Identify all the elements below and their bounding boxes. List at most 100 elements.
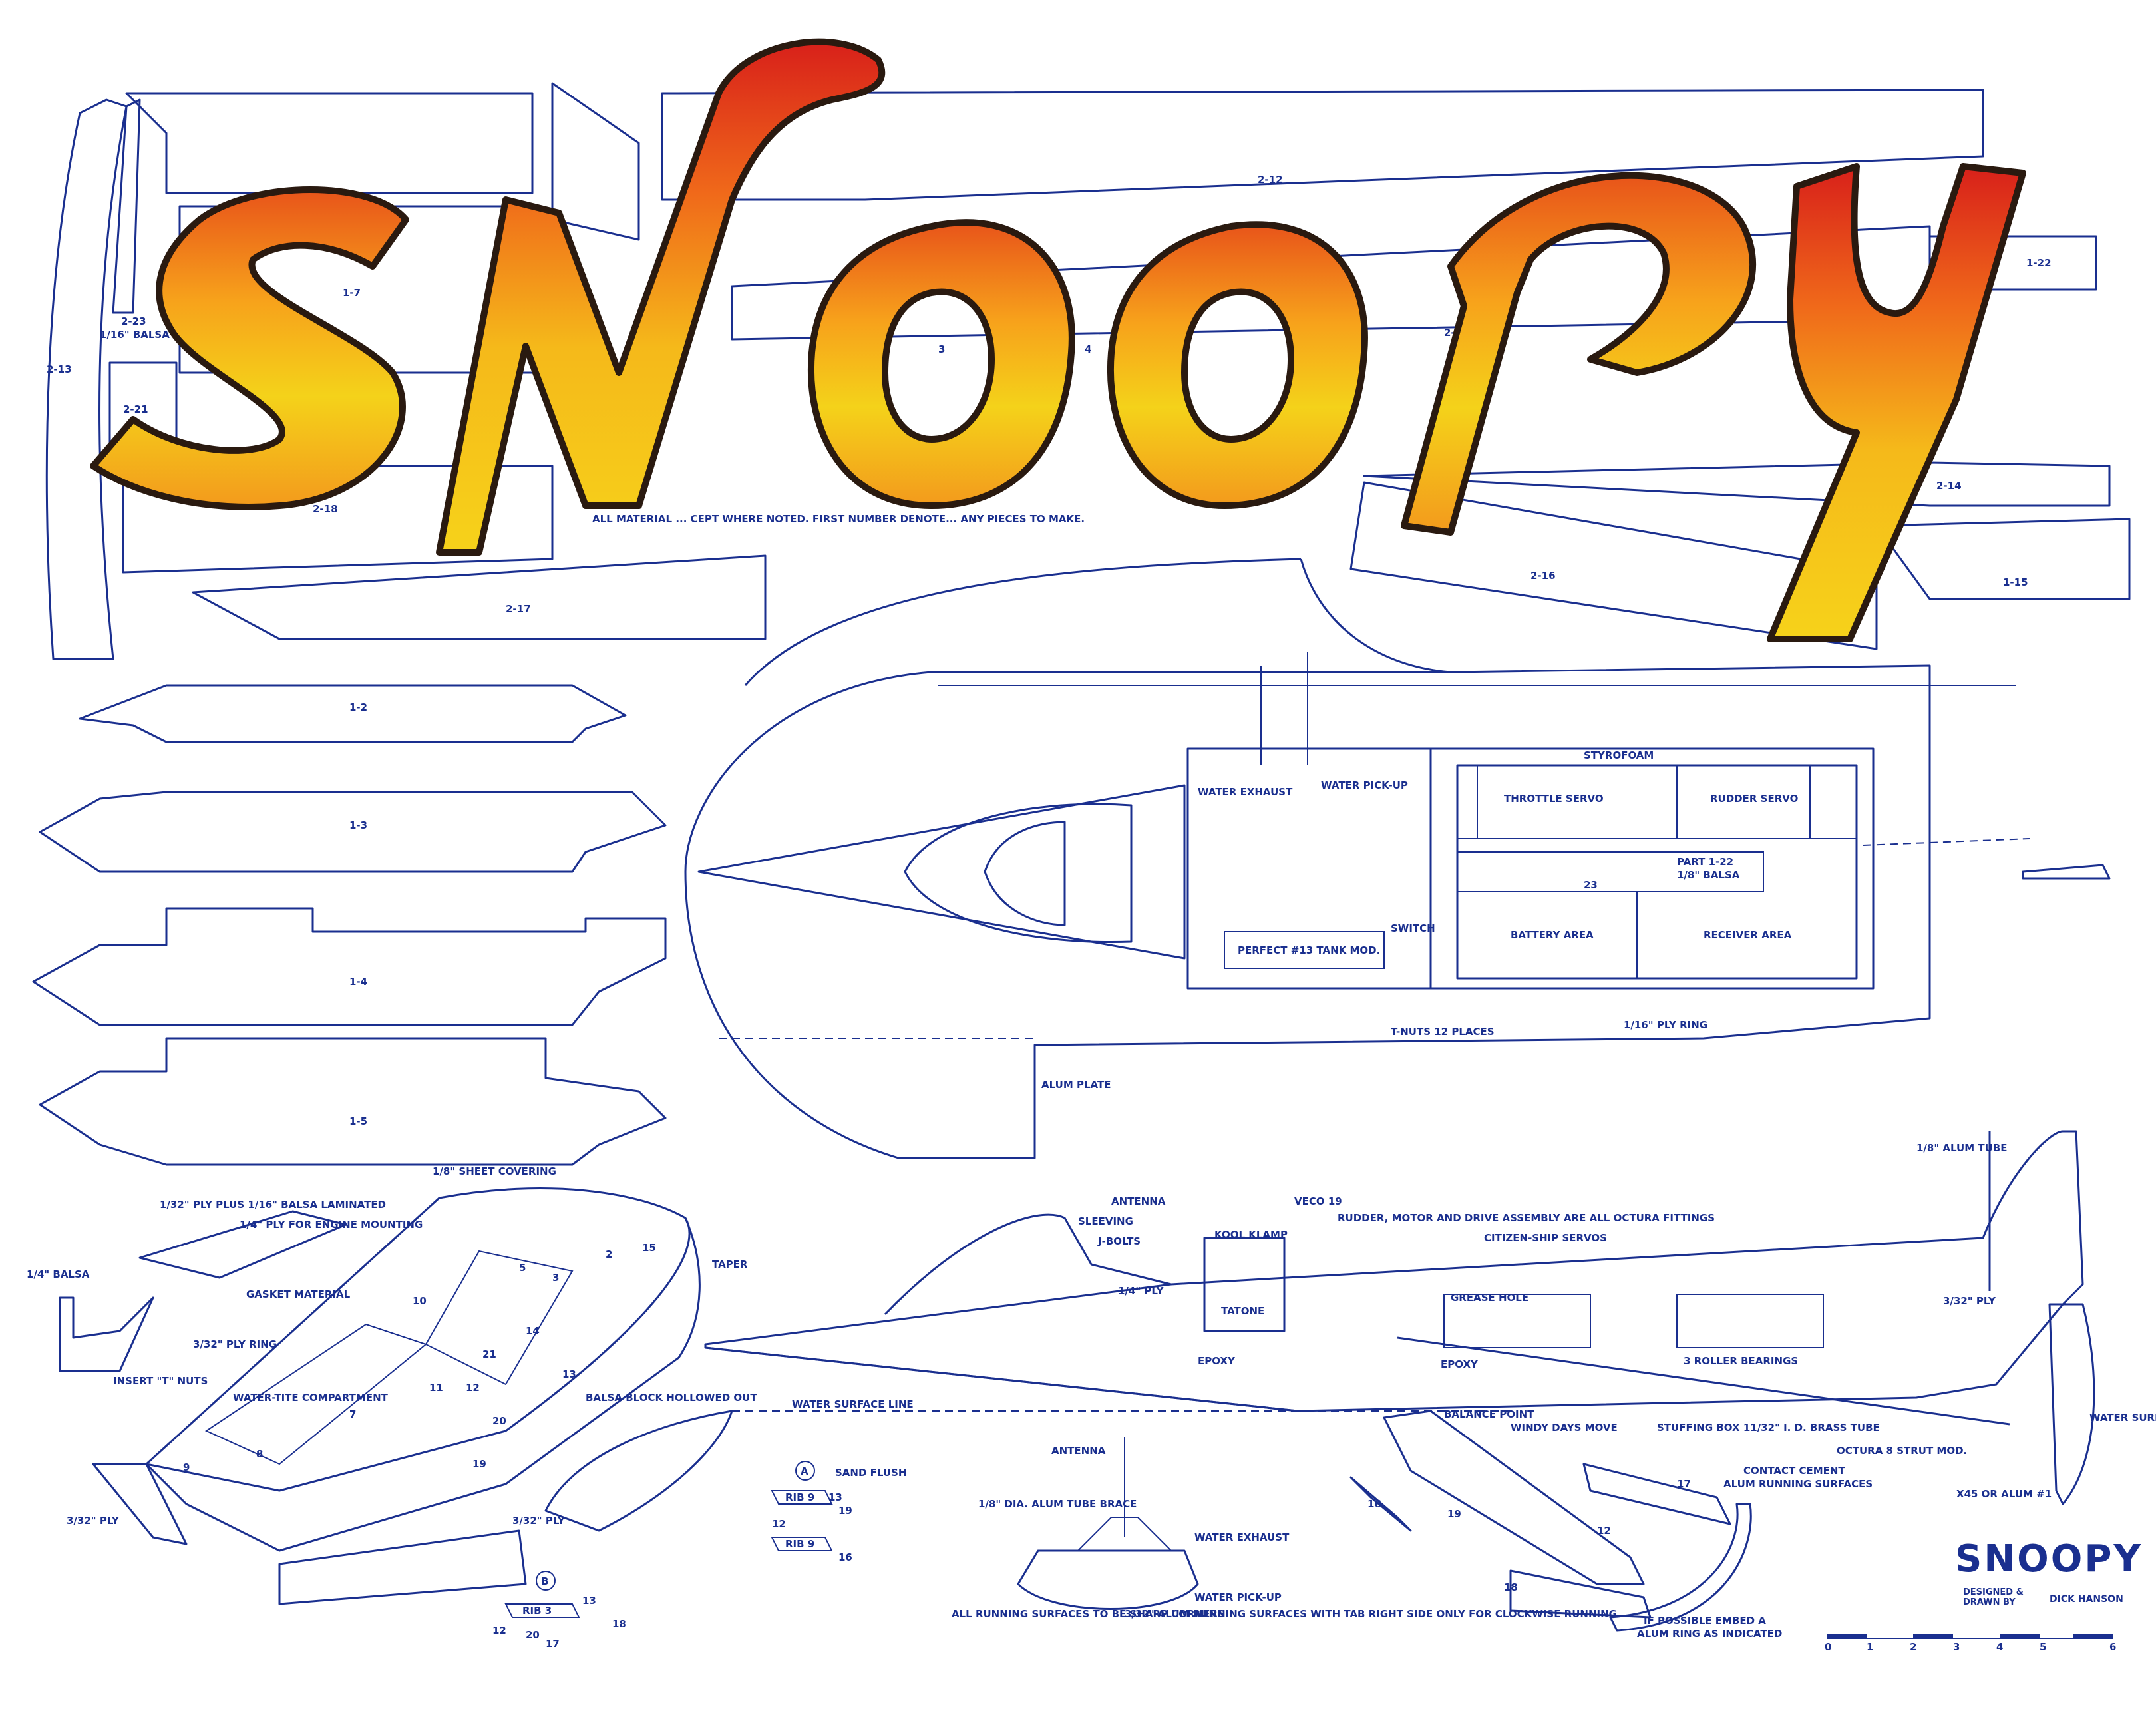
side-epoxy2: EPOXY bbox=[1441, 1358, 1479, 1370]
detail-b-18: 18 bbox=[612, 1618, 626, 1630]
sponson-alum-run: ALUM RUNNING SURFACES bbox=[1723, 1478, 1873, 1490]
iso-balsa-piece bbox=[59, 1296, 154, 1372]
sponson-12: 12 bbox=[1597, 1525, 1611, 1537]
logo-letter-y bbox=[1767, 163, 2026, 642]
part-1-22-callout: PART 1-22 bbox=[1677, 856, 1733, 868]
sponson-18: 18 bbox=[1504, 1581, 1518, 1593]
iso-n20: 20 bbox=[492, 1415, 506, 1427]
water-surface-line-label: WATER SURFACE LINE bbox=[792, 1398, 914, 1410]
detail-16: 16 bbox=[838, 1551, 852, 1563]
iso-balsa14: 1/4" BALSA bbox=[27, 1268, 90, 1280]
front-brace-label: 1/8" DIA. ALUM TUBE BRACE bbox=[978, 1498, 1137, 1510]
part-tri-top bbox=[551, 82, 640, 241]
material-note: ALL MATERIAL ... CEPT WHERE NOTED. FIRST… bbox=[592, 513, 1085, 525]
side-alum-tube-label: 1/8" ALUM TUBE bbox=[1916, 1142, 2007, 1154]
ply-ring-label: 1/16" PLY RING bbox=[1624, 1019, 1707, 1031]
iso-n2: 2 bbox=[606, 1248, 612, 1260]
side-tatone: TATONE bbox=[1221, 1305, 1264, 1317]
side-servos: CITIZEN-SHIP SERVOS bbox=[1484, 1232, 1607, 1244]
front-hull bbox=[1017, 1549, 1199, 1610]
former-1-4 bbox=[32, 907, 667, 1026]
iso-n19: 19 bbox=[472, 1458, 486, 1470]
iso-ply332-left: 3/32" PLY bbox=[67, 1515, 120, 1527]
front-brace bbox=[1077, 1517, 1172, 1551]
iso-n13: 13 bbox=[562, 1368, 576, 1380]
part-4-label: 4 bbox=[1085, 343, 1091, 355]
former-1-5 bbox=[39, 1037, 667, 1166]
detail-b-label: B bbox=[541, 1575, 548, 1587]
side-view: ANTENNA SLEEVING J-BOLTS VECO 19 KOOL KL… bbox=[704, 1130, 2156, 1505]
iso-n15: 15 bbox=[642, 1242, 656, 1254]
side-balance: BALANCE POINT bbox=[1444, 1408, 1534, 1420]
stern-rudder bbox=[2022, 864, 2111, 880]
scale-seg-1 bbox=[1827, 1634, 1867, 1638]
part-panel-a bbox=[125, 92, 534, 194]
throttle-servo-label: THROTTLE SERVO bbox=[1504, 793, 1604, 805]
detail-b-13: 13 bbox=[582, 1595, 596, 1607]
sponson-right-strip bbox=[1582, 1463, 1731, 1525]
side-windy: WINDY DAYS MOVE bbox=[1511, 1422, 1618, 1434]
alum-plate-label: ALUM PLATE bbox=[1041, 1079, 1111, 1091]
side-ply14: 1/4" PLY bbox=[1118, 1285, 1165, 1297]
iso-taper: TAPER bbox=[712, 1258, 748, 1270]
cockpit-nose bbox=[697, 784, 1186, 960]
former-1-2-label: 1-2 bbox=[349, 701, 367, 713]
battery-area-label: BATTERY AREA bbox=[1511, 929, 1594, 941]
part-2-16-label: 2-16 bbox=[1530, 570, 1556, 582]
title-plate: SNOOPY bbox=[1954, 1537, 2143, 1581]
side-hull-outline bbox=[704, 1130, 2084, 1412]
receiver-area-label: RECEIVER AREA bbox=[1704, 929, 1792, 941]
side-veco: VECO 19 bbox=[1294, 1195, 1342, 1207]
iso-block-label: BALSA BLOCK HOLLOWED OUT bbox=[586, 1392, 757, 1404]
water-pickup-label: WATER PICK-UP bbox=[1321, 779, 1408, 791]
sponson-ring-2: ALUM RING AS INDICATED bbox=[1637, 1628, 1782, 1640]
detail-13: 13 bbox=[828, 1491, 842, 1503]
detail-12: 12 bbox=[772, 1518, 786, 1530]
part-1-7-label: 1-7 bbox=[343, 287, 361, 299]
iso-n9: 9 bbox=[183, 1461, 190, 1473]
former-1-3-label: 1-3 bbox=[349, 819, 367, 831]
scale-tick-2: 2 bbox=[1910, 1641, 1916, 1653]
iso-sponson bbox=[278, 1529, 527, 1605]
part-2-13-outline bbox=[45, 98, 128, 660]
sponson-16: 16 bbox=[1367, 1498, 1381, 1510]
hatch-frame bbox=[1186, 747, 1875, 990]
water-exhaust-label: WATER EXHAUST bbox=[1198, 786, 1293, 798]
iso-n14: 14 bbox=[526, 1325, 540, 1337]
iso-view: 1/8" SHEET COVERING 1/32" PLY PLUS 1/16"… bbox=[27, 1165, 757, 1605]
side-rudder-note: RUDDER, MOTOR AND DRIVE ASSEMBLY ARE ALL… bbox=[1338, 1212, 1715, 1224]
logo-letter-s bbox=[90, 186, 409, 510]
front-exhaust: WATER EXHAUST bbox=[1194, 1531, 1290, 1543]
side-engine bbox=[1203, 1237, 1286, 1332]
detail-19: 19 bbox=[838, 1505, 852, 1517]
iso-water-tite: WATER-TITE COMPARTMENT bbox=[233, 1392, 389, 1404]
designer-label: DESIGNED & DRAWN BY bbox=[1963, 1587, 2024, 1607]
designer-name: DICK HANSON bbox=[2050, 1594, 2123, 1605]
side-prop: X45 OR ALUM #1 bbox=[1956, 1488, 2052, 1500]
side-servo-2 bbox=[1676, 1294, 1824, 1348]
detail-b-12: 12 bbox=[492, 1625, 506, 1636]
hull-top-left-bow bbox=[744, 558, 1302, 686]
sponson-bottom bbox=[1509, 1569, 1652, 1619]
former-1-4-label: 1-4 bbox=[349, 976, 367, 988]
part-2-14-label: 2-14 bbox=[1936, 480, 1962, 492]
tnuts-label: T-NUTS 12 PLACES bbox=[1391, 1026, 1495, 1038]
part-2-18-label: 2-18 bbox=[313, 503, 338, 515]
iso-ply-ring: 3/32" PLY RING bbox=[193, 1338, 277, 1350]
iso-compartment-2 bbox=[425, 1250, 574, 1386]
detail-b-rib bbox=[504, 1603, 580, 1618]
switch-label: SWITCH bbox=[1391, 922, 1435, 934]
sponson-view: CONTACT CEMENT ALUM RUNNING SURFACES IF … bbox=[1349, 1410, 1873, 1640]
detail-ab: A SAND FLUSH RIB 9 RIB 9 12 13 19 16 B R… bbox=[492, 1461, 906, 1650]
sponson-19: 19 bbox=[1447, 1508, 1461, 1520]
iso-ply-332-left bbox=[92, 1463, 188, 1545]
logo-letter-p bbox=[1401, 172, 1757, 536]
front-alum: 3/32" ALUM RUNNING SURFACES WITH TAB RIG… bbox=[1125, 1608, 1617, 1620]
side-epoxy: EPOXY bbox=[1198, 1355, 1236, 1367]
side-strut: OCTURA 8 STRUT MOD. bbox=[1837, 1445, 1967, 1457]
front-pickup: WATER PICK-UP bbox=[1194, 1591, 1282, 1603]
scale-tick-5: 5 bbox=[2040, 1641, 2046, 1653]
iso-n12: 12 bbox=[466, 1382, 480, 1394]
drive-shaft-dash bbox=[1863, 838, 2030, 846]
iso-n3: 3 bbox=[552, 1272, 559, 1284]
